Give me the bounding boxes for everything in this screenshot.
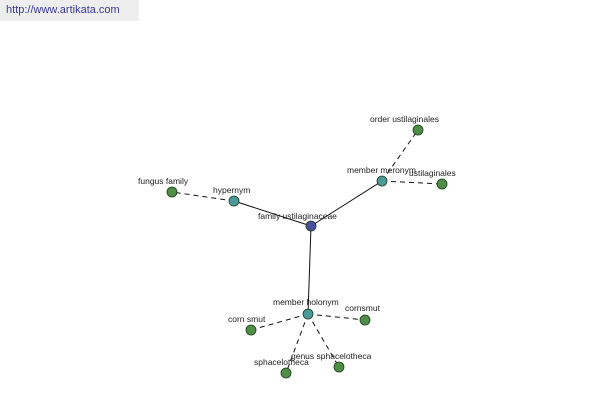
node-cornsmut[interactable]	[359, 314, 371, 326]
node-label-center[interactable]: family ustilaginaceae	[258, 211, 337, 221]
nodes-layer	[166, 124, 448, 379]
edge-meronym-to-order-ustilaginales	[381, 129, 419, 182]
node-hypernym[interactable]	[228, 195, 240, 207]
edge-center-to-meronym	[310, 180, 383, 227]
node-label-fungus-family[interactable]: fungus family	[138, 176, 189, 186]
node-label-ustilaginales[interactable]: ustilaginales	[409, 168, 456, 178]
edge-center-to-holonym	[307, 225, 312, 315]
node-label-order-ustilaginales[interactable]: order ustilaginales	[370, 114, 439, 124]
node-holonym[interactable]	[302, 308, 314, 320]
node-label-meronym[interactable]: member meronym	[347, 165, 416, 175]
node-label-holonym[interactable]: member holonym	[273, 297, 339, 307]
node-label-sphacelotheca[interactable]: sphacelotheca	[254, 357, 309, 367]
node-label-cornsmut[interactable]: cornsmut	[345, 303, 381, 313]
labels-layer: family ustilaginaceae hypernym member mero…	[138, 114, 456, 367]
node-order-ustilaginales[interactable]	[412, 124, 424, 136]
edge-holonym-to-corn-smut	[250, 313, 309, 331]
edges-layer	[171, 129, 443, 374]
site-url-watermark: http://www.artikata.com	[0, 0, 139, 21]
node-label-corn-smut[interactable]: corn smut	[228, 314, 266, 324]
node-center[interactable]	[305, 220, 317, 232]
node-sphacelotheca[interactable]	[280, 367, 292, 379]
node-fungus-family[interactable]	[166, 186, 178, 198]
edge-holonym-to-genus-sphacelotheca	[307, 313, 340, 368]
edge-hypernym-to-fungus-family	[171, 191, 235, 202]
edge-holonym-to-sphacelotheca	[285, 313, 309, 374]
node-genus-sphacelotheca[interactable]	[333, 361, 345, 373]
edge-center-to-hypernym	[233, 200, 312, 227]
edge-meronym-to-ustilaginales	[381, 180, 443, 185]
node-label-hypernym[interactable]: hypernym	[213, 185, 250, 195]
node-corn-smut[interactable]	[245, 324, 257, 336]
node-ustilaginales[interactable]	[436, 178, 448, 190]
edge-holonym-to-cornsmut	[307, 313, 366, 321]
node-meronym[interactable]	[376, 175, 388, 187]
node-label-genus-sphacelotheca[interactable]: genus sphacelotheca	[291, 351, 372, 361]
